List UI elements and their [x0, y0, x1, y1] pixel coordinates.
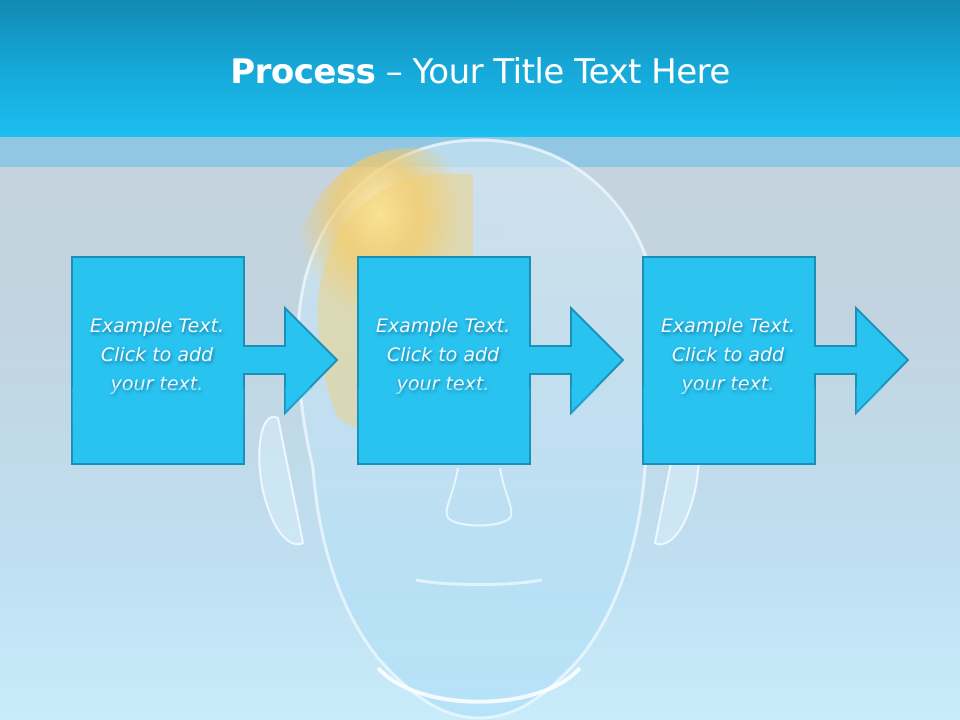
step-reflection-1: [71, 387, 411, 467]
title-bold: Process: [230, 52, 376, 92]
arrow-box-shape-2: [357, 256, 625, 465]
process-step-2[interactable]: Example Text. Click to add your text.: [357, 256, 697, 466]
process-step-1[interactable]: Example Text. Click to add your text.: [71, 256, 411, 466]
step-reflection-3: [642, 387, 960, 467]
step-text-3[interactable]: Example Text. Click to add your text.: [660, 315, 796, 395]
title-header-bar: [0, 0, 960, 137]
process-step-3[interactable]: Example Text. Click to add your text.: [642, 256, 960, 466]
step-text-1[interactable]: Example Text. Click to add your text.: [89, 315, 225, 395]
arrow-box-shape-1: [71, 256, 339, 465]
arrow-box-shape-3: [642, 256, 910, 465]
title-rest: – Your Title Text Here: [375, 52, 731, 92]
slide-title[interactable]: Process – Your Title Text Here: [0, 52, 960, 92]
step-reflection-2: [357, 387, 697, 467]
step-text-2[interactable]: Example Text. Click to add your text.: [375, 315, 511, 395]
